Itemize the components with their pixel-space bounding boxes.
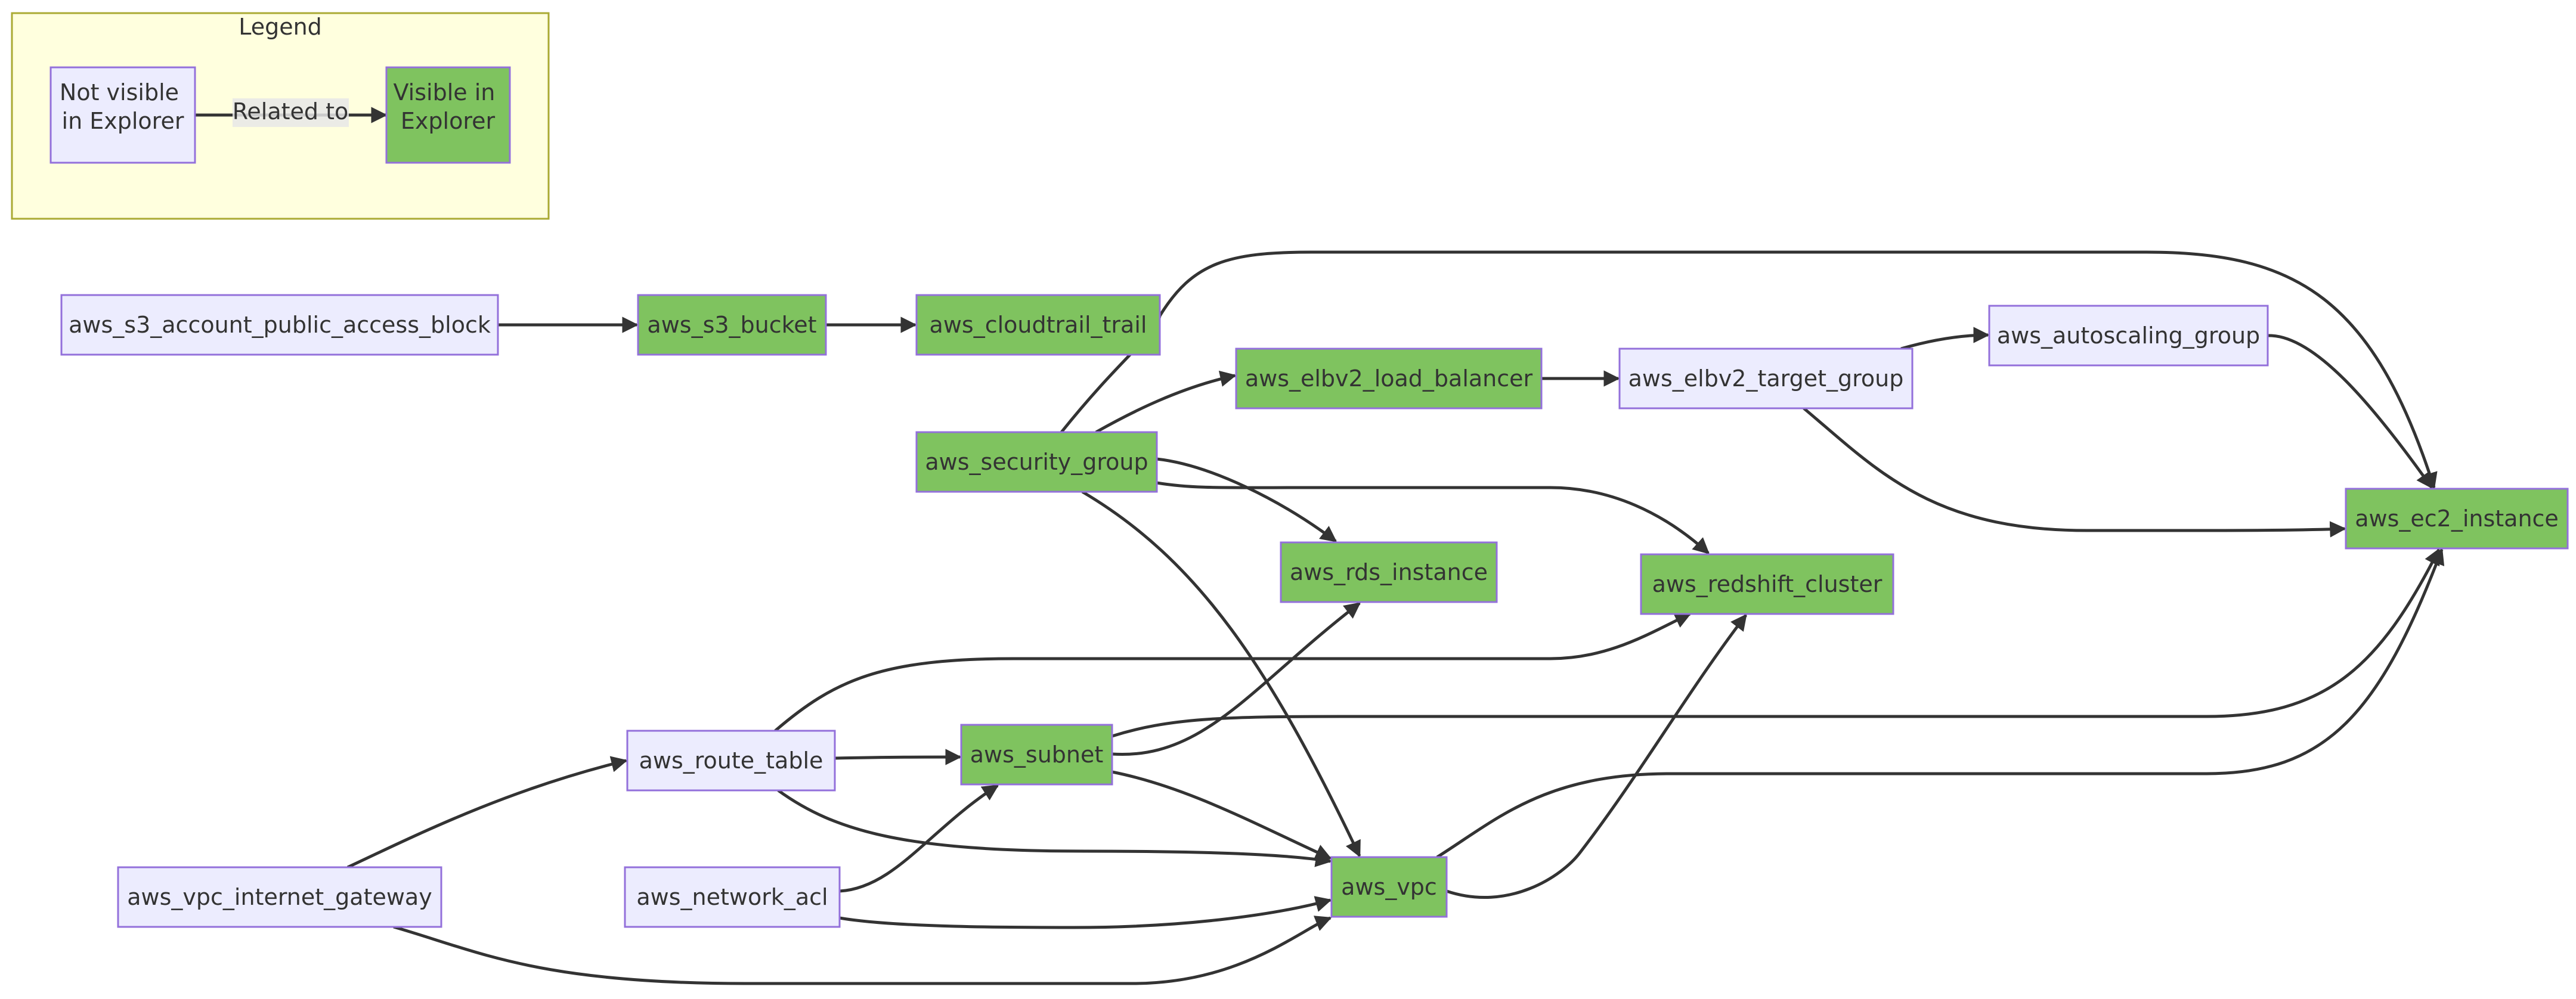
node-box[interactable] bbox=[1618, 348, 1914, 409]
edge-nacl-to-subnet bbox=[839, 784, 999, 893]
legend-edge-label-bg bbox=[233, 98, 349, 127]
edge-tg-to-asg bbox=[1900, 327, 1990, 350]
node-s3-bucket[interactable]: aws_s3_bucket bbox=[637, 294, 827, 356]
node-box[interactable] bbox=[915, 294, 1161, 356]
node-ec2[interactable]: aws_ec2_instance bbox=[2345, 488, 2569, 550]
edge-sg-to-vpc bbox=[1081, 490, 1361, 858]
node-box[interactable] bbox=[1235, 348, 1543, 409]
node-label: aws_vpc_internet_gateway bbox=[127, 884, 432, 910]
edge-sg-to-redshift bbox=[1156, 481, 1710, 554]
legend-title: Legend bbox=[239, 14, 322, 40]
node-box[interactable] bbox=[1280, 541, 1498, 603]
node-nacl[interactable]: aws_network_acl bbox=[624, 866, 841, 928]
node-box[interactable] bbox=[637, 294, 827, 356]
node-label: aws_s3_account_public_access_block bbox=[69, 312, 491, 338]
node-box[interactable] bbox=[1330, 856, 1448, 918]
node-box[interactable] bbox=[915, 431, 1158, 493]
edge-sg-to-elb bbox=[1095, 370, 1237, 434]
node-label: aws_subnet bbox=[970, 742, 1104, 768]
edge-vpc-to-ec2 bbox=[1436, 548, 2445, 859]
node-box[interactable] bbox=[624, 866, 841, 928]
node-label: aws_ec2_instance bbox=[2355, 505, 2559, 532]
node-label: aws_redshift_cluster bbox=[1652, 571, 1883, 597]
edge-subnet-to-rds bbox=[1111, 602, 1361, 756]
nodes: aws_s3_account_public_access_block aws_s3… bbox=[60, 294, 2569, 928]
edge-igw-to-vpc bbox=[393, 916, 1332, 985]
edge-vpc-to-redshift bbox=[1446, 613, 1747, 899]
node-label: aws_autoscaling_group bbox=[1997, 322, 2260, 349]
node-rds[interactable]: aws_rds_instance bbox=[1280, 541, 1498, 603]
node-vpc[interactable]: aws_vpc bbox=[1330, 856, 1448, 918]
legend-not-visible-node bbox=[49, 66, 196, 164]
node-redshift[interactable]: aws_redshift_cluster bbox=[1640, 553, 1894, 615]
edge-igw-to-rt bbox=[346, 756, 628, 869]
node-label: aws_cloudtrail_trail bbox=[930, 312, 1147, 338]
node-cloudtrail[interactable]: aws_cloudtrail_trail bbox=[915, 294, 1161, 356]
legend-edge-label: Related to bbox=[233, 98, 349, 125]
node-rt[interactable]: aws_route_table bbox=[626, 730, 836, 792]
edge-subnet-to-vpc bbox=[1111, 770, 1332, 860]
node-label: aws_security_group bbox=[925, 449, 1148, 475]
node-label: aws_route_table bbox=[639, 747, 823, 774]
edge-subnet-to-ec2 bbox=[1111, 548, 2441, 738]
edge-rt-to-vpc bbox=[777, 789, 1332, 867]
node-tg[interactable]: aws_elbv2_target_group bbox=[1618, 348, 1914, 409]
edge-rt-to-subnet bbox=[834, 749, 962, 765]
edge-nacl-to-vpc bbox=[839, 896, 1332, 929]
edge-tg-to-ec2 bbox=[1803, 407, 2346, 538]
edge-rt-to-redshift bbox=[774, 612, 1692, 732]
edge-asg-to-ec2 bbox=[2267, 334, 2433, 489]
node-label: aws_elbv2_target_group bbox=[1628, 365, 1904, 392]
node-box[interactable] bbox=[117, 866, 442, 928]
node-igw[interactable]: aws_vpc_internet_gateway bbox=[117, 866, 442, 928]
node-label: aws_vpc bbox=[1341, 874, 1437, 900]
node-elb[interactable]: aws_elbv2_load_balancer bbox=[1235, 348, 1543, 409]
edge-sg-to-rds bbox=[1156, 457, 1337, 542]
legend-visible-label: Visible in Explorer bbox=[394, 79, 503, 134]
node-box[interactable] bbox=[1640, 553, 1894, 615]
node-box[interactable] bbox=[960, 724, 1113, 786]
node-s3-apab[interactable]: aws_s3_account_public_access_block bbox=[60, 294, 499, 356]
node-label: aws_s3_bucket bbox=[647, 312, 816, 338]
node-subnet[interactable]: aws_subnet bbox=[960, 724, 1113, 786]
node-box[interactable] bbox=[626, 730, 836, 792]
node-label: aws_network_acl bbox=[636, 884, 828, 910]
node-label: aws_rds_instance bbox=[1290, 559, 1488, 585]
node-asg[interactable]: aws_autoscaling_group bbox=[1988, 305, 2269, 367]
edges bbox=[346, 250, 2445, 985]
node-box[interactable] bbox=[60, 294, 499, 356]
node-box[interactable] bbox=[1988, 305, 2269, 367]
legend-not-visible-label: Not visible in Explorer bbox=[60, 79, 186, 134]
legend: Legend Related to Not visible in Explore… bbox=[11, 12, 550, 220]
node-box[interactable] bbox=[2345, 488, 2569, 550]
node-sg[interactable]: aws_security_group bbox=[915, 431, 1158, 493]
node-label: aws_elbv2_load_balancer bbox=[1245, 365, 1533, 392]
legend-visible-node bbox=[385, 66, 511, 164]
